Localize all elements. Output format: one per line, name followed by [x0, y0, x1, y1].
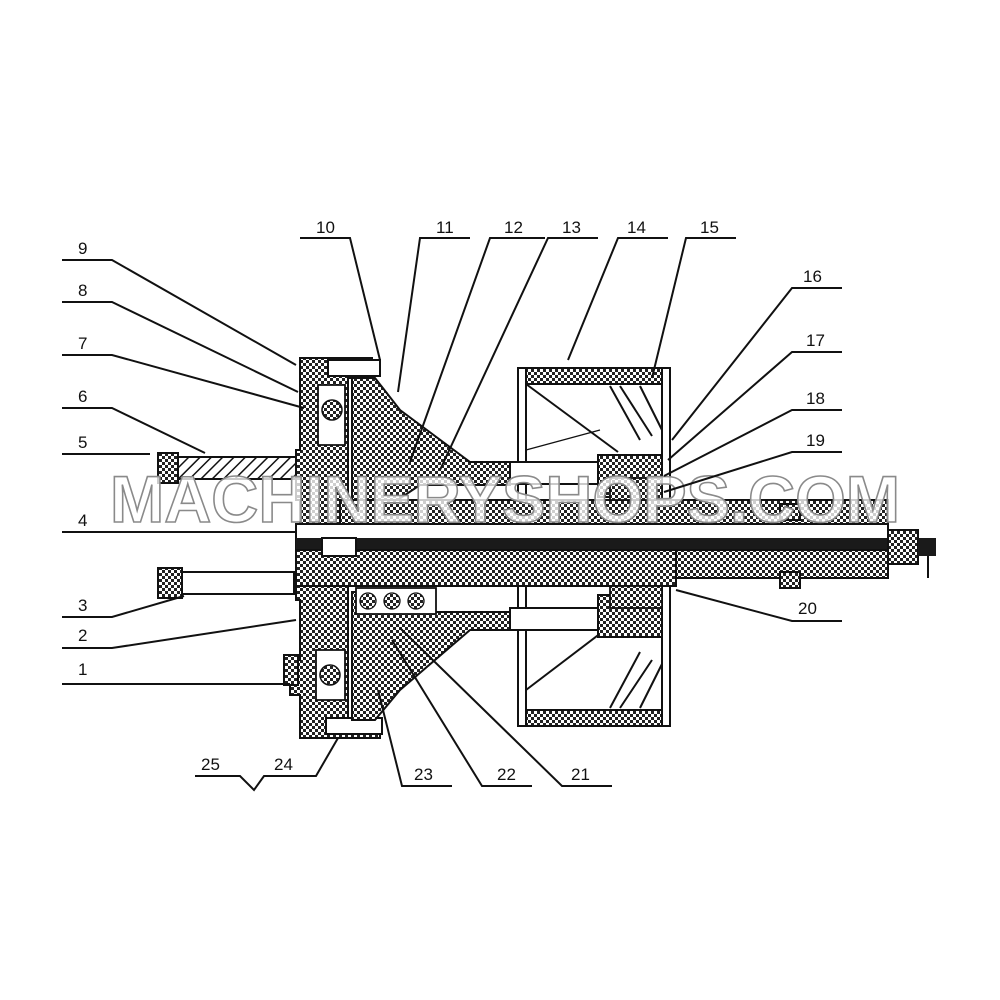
callout-6: 6 — [78, 387, 87, 406]
callout-25: 25 — [201, 755, 220, 774]
watermark: MACHINERYSHOPS.COM — [110, 462, 900, 536]
callout-5: 5 — [78, 433, 87, 452]
leader-lines — [62, 237, 842, 792]
callout-8: 8 — [78, 281, 87, 300]
drawing — [157, 357, 936, 739]
callout-4: 4 — [78, 511, 87, 530]
callout-14: 14 — [627, 218, 646, 237]
callout-18: 18 — [806, 389, 825, 408]
callout-2: 2 — [78, 626, 87, 645]
callout-3: 3 — [78, 596, 87, 615]
callout-23: 23 — [414, 765, 433, 784]
callout-13: 13 — [562, 218, 581, 237]
callout-20: 20 — [798, 599, 817, 618]
main-shaft — [295, 503, 936, 589]
callout-1: 1 — [78, 660, 87, 679]
callout-10: 10 — [316, 218, 335, 237]
callout-24: 24 — [274, 755, 293, 774]
callout-16: 16 — [803, 267, 822, 286]
callout-19: 19 — [806, 431, 825, 450]
callout-22: 22 — [497, 765, 516, 784]
callout-17: 17 — [806, 331, 825, 350]
seal-ring-lower — [609, 585, 663, 609]
seal-ring — [609, 477, 663, 501]
callout-labels: 1 2 3 4 5 6 7 8 9 10 11 12 13 14 15 16 1… — [78, 218, 825, 784]
lower-stud-bolt — [157, 567, 295, 599]
callout-21: 21 — [571, 765, 590, 784]
callout-12: 12 — [504, 218, 523, 237]
callout-11: 11 — [436, 218, 454, 237]
callout-15: 15 — [700, 218, 719, 237]
callout-9: 9 — [78, 239, 87, 258]
callout-7: 7 — [78, 334, 87, 353]
